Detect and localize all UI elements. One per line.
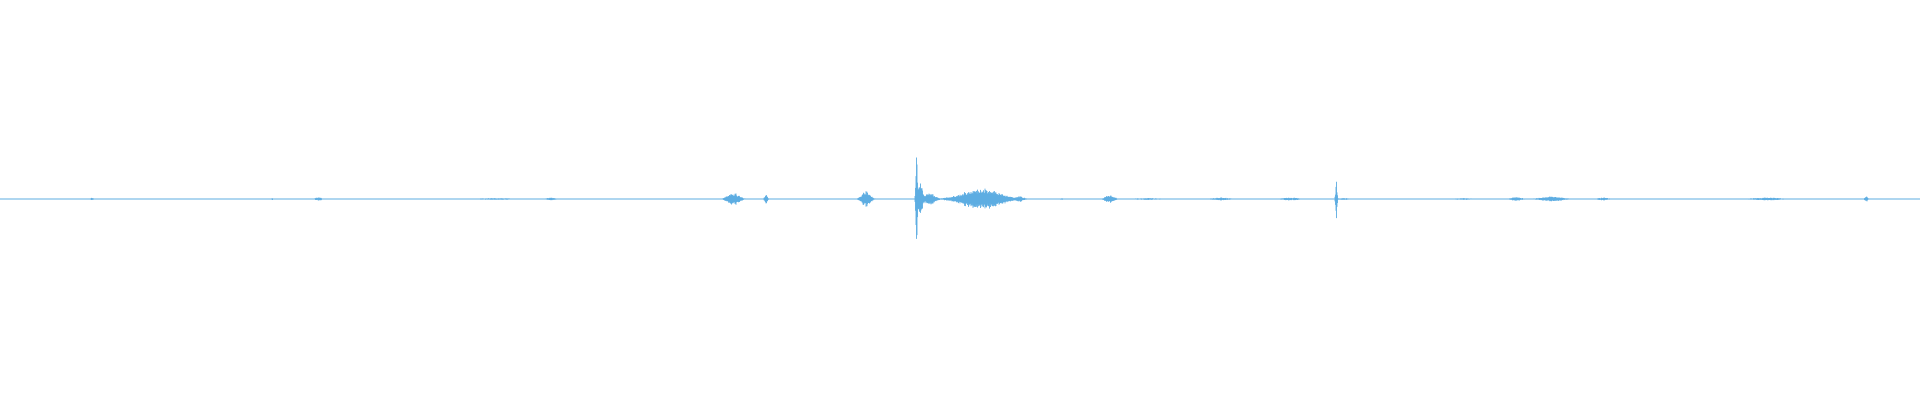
waveform-samples xyxy=(0,157,1920,239)
waveform-path xyxy=(0,157,1920,239)
